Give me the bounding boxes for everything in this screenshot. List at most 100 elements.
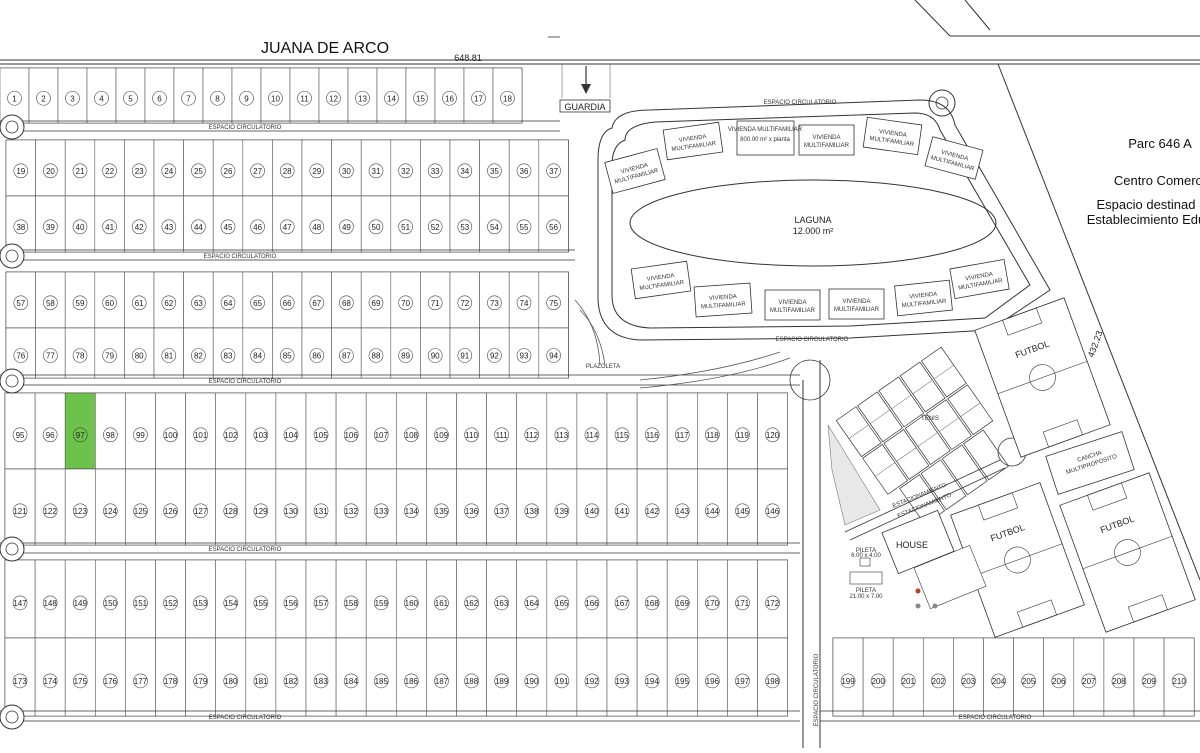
lot-179[interactable]: [185, 637, 217, 717]
lot-40[interactable]: [64, 195, 96, 253]
lot-42[interactable]: [124, 195, 155, 253]
lot-205[interactable]: [1013, 637, 1044, 717]
lot-166[interactable]: [576, 559, 608, 639]
lot-210[interactable]: [1163, 637, 1195, 717]
lot-89[interactable]: [390, 327, 421, 379]
lot-23[interactable]: [124, 139, 155, 197]
lot-118[interactable]: [696, 392, 728, 470]
lot-163[interactable]: [486, 559, 518, 639]
lot-103[interactable]: [245, 392, 277, 470]
lot-124[interactable]: [95, 468, 126, 546]
lot-175[interactable]: [64, 637, 96, 717]
lot-209[interactable]: [1133, 637, 1165, 717]
lot-114[interactable]: [576, 392, 608, 470]
lot-139[interactable]: [546, 468, 578, 546]
lot-159[interactable]: [365, 559, 397, 639]
lot-69[interactable]: [360, 271, 392, 329]
lot-161[interactable]: [426, 559, 457, 639]
lot-93[interactable]: [508, 327, 540, 379]
lot-21[interactable]: [64, 139, 96, 197]
lot-82[interactable]: [183, 327, 214, 379]
lot-126[interactable]: [155, 468, 186, 546]
lot-15[interactable]: [405, 67, 436, 124]
lot-58[interactable]: [35, 271, 66, 329]
lot-8[interactable]: [202, 67, 233, 124]
lot-204[interactable]: [983, 637, 1014, 717]
lot-107[interactable]: [365, 392, 397, 470]
lot-167[interactable]: [606, 559, 638, 639]
lot-191[interactable]: [546, 637, 578, 717]
lot-200[interactable]: [862, 637, 894, 717]
lot-37[interactable]: [538, 139, 569, 197]
lot-53[interactable]: [449, 195, 480, 253]
lot-123[interactable]: [64, 468, 96, 546]
lot-16[interactable]: [434, 67, 465, 124]
lot-85[interactable]: [272, 327, 303, 379]
lot-192[interactable]: [576, 637, 608, 717]
lot-186[interactable]: [395, 637, 427, 717]
lot-20[interactable]: [35, 139, 66, 197]
lot-178[interactable]: [155, 637, 186, 717]
lot-180[interactable]: [215, 637, 247, 717]
lot-189[interactable]: [486, 637, 518, 717]
lot-36[interactable]: [508, 139, 540, 197]
lot-5[interactable]: [115, 67, 146, 124]
lot-43[interactable]: [153, 195, 184, 253]
lot-98[interactable]: [95, 392, 126, 470]
lot-137[interactable]: [486, 468, 518, 546]
lot-102[interactable]: [215, 392, 247, 470]
lot-169[interactable]: [666, 559, 698, 639]
lot-155[interactable]: [245, 559, 277, 639]
lot-122[interactable]: [34, 468, 66, 546]
lot-61[interactable]: [124, 271, 155, 329]
lot-154[interactable]: [215, 559, 247, 639]
lot-150[interactable]: [95, 559, 126, 639]
lot-113[interactable]: [546, 392, 578, 470]
lot-144[interactable]: [696, 468, 728, 546]
lot-156[interactable]: [275, 559, 307, 639]
lot-49[interactable]: [331, 195, 362, 253]
lot-12[interactable]: [318, 67, 349, 124]
lot-168[interactable]: [636, 559, 668, 639]
lot-152[interactable]: [155, 559, 186, 639]
lot-56[interactable]: [538, 195, 569, 253]
lot-128[interactable]: [215, 468, 247, 546]
lot-30[interactable]: [331, 139, 362, 197]
lot-46[interactable]: [242, 195, 273, 253]
lot-140[interactable]: [576, 468, 608, 546]
lot-149[interactable]: [64, 559, 96, 639]
lot-202[interactable]: [922, 637, 954, 717]
lot-172[interactable]: [757, 559, 788, 639]
lot-116[interactable]: [636, 392, 668, 470]
lot-198[interactable]: [757, 637, 788, 717]
lot-129[interactable]: [245, 468, 277, 546]
lot-73[interactable]: [479, 271, 510, 329]
lot-32[interactable]: [390, 139, 421, 197]
lot-86[interactable]: [301, 327, 332, 379]
lot-84[interactable]: [242, 327, 273, 379]
lot-101[interactable]: [185, 392, 217, 470]
lot-100[interactable]: [155, 392, 186, 470]
lot-64[interactable]: [212, 271, 244, 329]
lot-80[interactable]: [124, 327, 155, 379]
lot-74[interactable]: [508, 271, 540, 329]
lot-117[interactable]: [666, 392, 698, 470]
lot-29[interactable]: [301, 139, 332, 197]
lot-158[interactable]: [335, 559, 367, 639]
lot-153[interactable]: [185, 559, 217, 639]
lot-9[interactable]: [231, 67, 262, 124]
lot-177[interactable]: [125, 637, 156, 717]
lot-135[interactable]: [426, 468, 457, 546]
lot-173[interactable]: [4, 637, 36, 717]
lot-18[interactable]: [492, 67, 523, 124]
lot-65[interactable]: [242, 271, 273, 329]
lot-91[interactable]: [449, 327, 480, 379]
lot-105[interactable]: [305, 392, 337, 470]
lot-45[interactable]: [212, 195, 244, 253]
lot-130[interactable]: [275, 468, 307, 546]
lot-90[interactable]: [420, 327, 451, 379]
lot-182[interactable]: [275, 637, 307, 717]
lot-99[interactable]: [125, 392, 156, 470]
lot-119[interactable]: [727, 392, 758, 470]
lot-13[interactable]: [347, 67, 378, 124]
